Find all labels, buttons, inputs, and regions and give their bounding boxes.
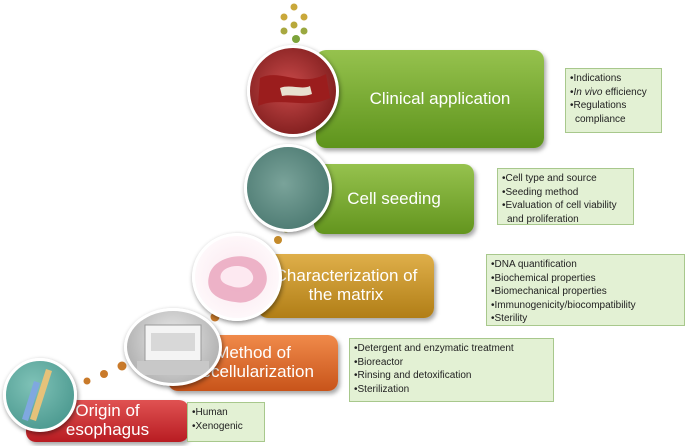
dot <box>117 361 127 371</box>
dot <box>280 27 288 35</box>
list-item: compliance <box>575 113 626 125</box>
matrix-histology-image <box>192 233 282 321</box>
list-item: •Evaluation of cell viability <box>502 200 617 211</box>
dot <box>100 370 108 378</box>
list-item: •Biomechanical properties <box>491 286 607 297</box>
clinical-details: •Indications •In vivo efficiency •Regula… <box>565 68 662 133</box>
list-item: •Rinsing and detoxification <box>354 370 472 381</box>
list-item: •Cell type and source <box>502 173 597 184</box>
in-vivo-text: In vivo <box>573 86 603 98</box>
list-item: •Human <box>192 407 228 418</box>
decellularization-details: •Detergent and enzymatic treatment •Bior… <box>349 338 554 402</box>
step-label-line2: the matrix <box>308 285 384 304</box>
dot <box>300 27 308 35</box>
dot <box>83 377 91 385</box>
dot <box>292 35 300 43</box>
list-item: •Xenogenic <box>192 420 243 432</box>
list-item: •Sterility <box>491 313 528 324</box>
list-item: •Seeding method <box>502 186 579 198</box>
dot <box>290 21 298 29</box>
dot <box>280 13 288 21</box>
step-label-line1: Characterization of <box>274 266 418 286</box>
list-item: •DNA quantification <box>491 259 577 270</box>
matrix-details: •DNA quantification •Biochemical propert… <box>486 254 685 326</box>
list-item: •Sterilization <box>354 383 410 395</box>
list-item: •Biochemical properties <box>491 272 596 284</box>
list-item: •In vivo efficiency <box>570 86 657 100</box>
list-item: •Detergent and enzymatic treatment <box>354 343 514 354</box>
step-label-line2: decellularization <box>192 362 314 381</box>
efficiency-text: efficiency <box>602 86 647 98</box>
step-cell-seeding: Cell seeding <box>314 164 474 234</box>
dot <box>274 236 282 244</box>
esophagus-image <box>3 358 77 432</box>
list-item: •Indications <box>570 73 622 84</box>
step-clinical-application: Clinical application <box>316 50 544 148</box>
step-label-line1: Method of <box>215 343 291 363</box>
list-item: •Bioreactor <box>354 356 404 368</box>
list-item: •Immunogenicity/biocompatibility <box>491 299 636 311</box>
surgery-image <box>247 45 339 137</box>
seeding-details: •Cell type and source •Seeding method •E… <box>497 168 634 225</box>
list-item: and proliferation <box>507 213 579 225</box>
step-label: Cell seeding <box>347 188 441 208</box>
step-characterization: Characterization of the matrix <box>258 254 434 318</box>
cell-culture-image <box>244 144 332 232</box>
bullet: • <box>570 86 574 98</box>
origin-details: •Human •Xenogenic <box>187 402 265 442</box>
dot <box>290 3 298 11</box>
step-label-line2: esophagus <box>65 420 150 439</box>
bioreactor-image <box>124 308 222 386</box>
list-item: •Regulations <box>570 100 627 111</box>
step-label-line1: Origin of <box>75 401 140 421</box>
step-label: Clinical application <box>369 88 511 108</box>
dot <box>300 13 308 21</box>
